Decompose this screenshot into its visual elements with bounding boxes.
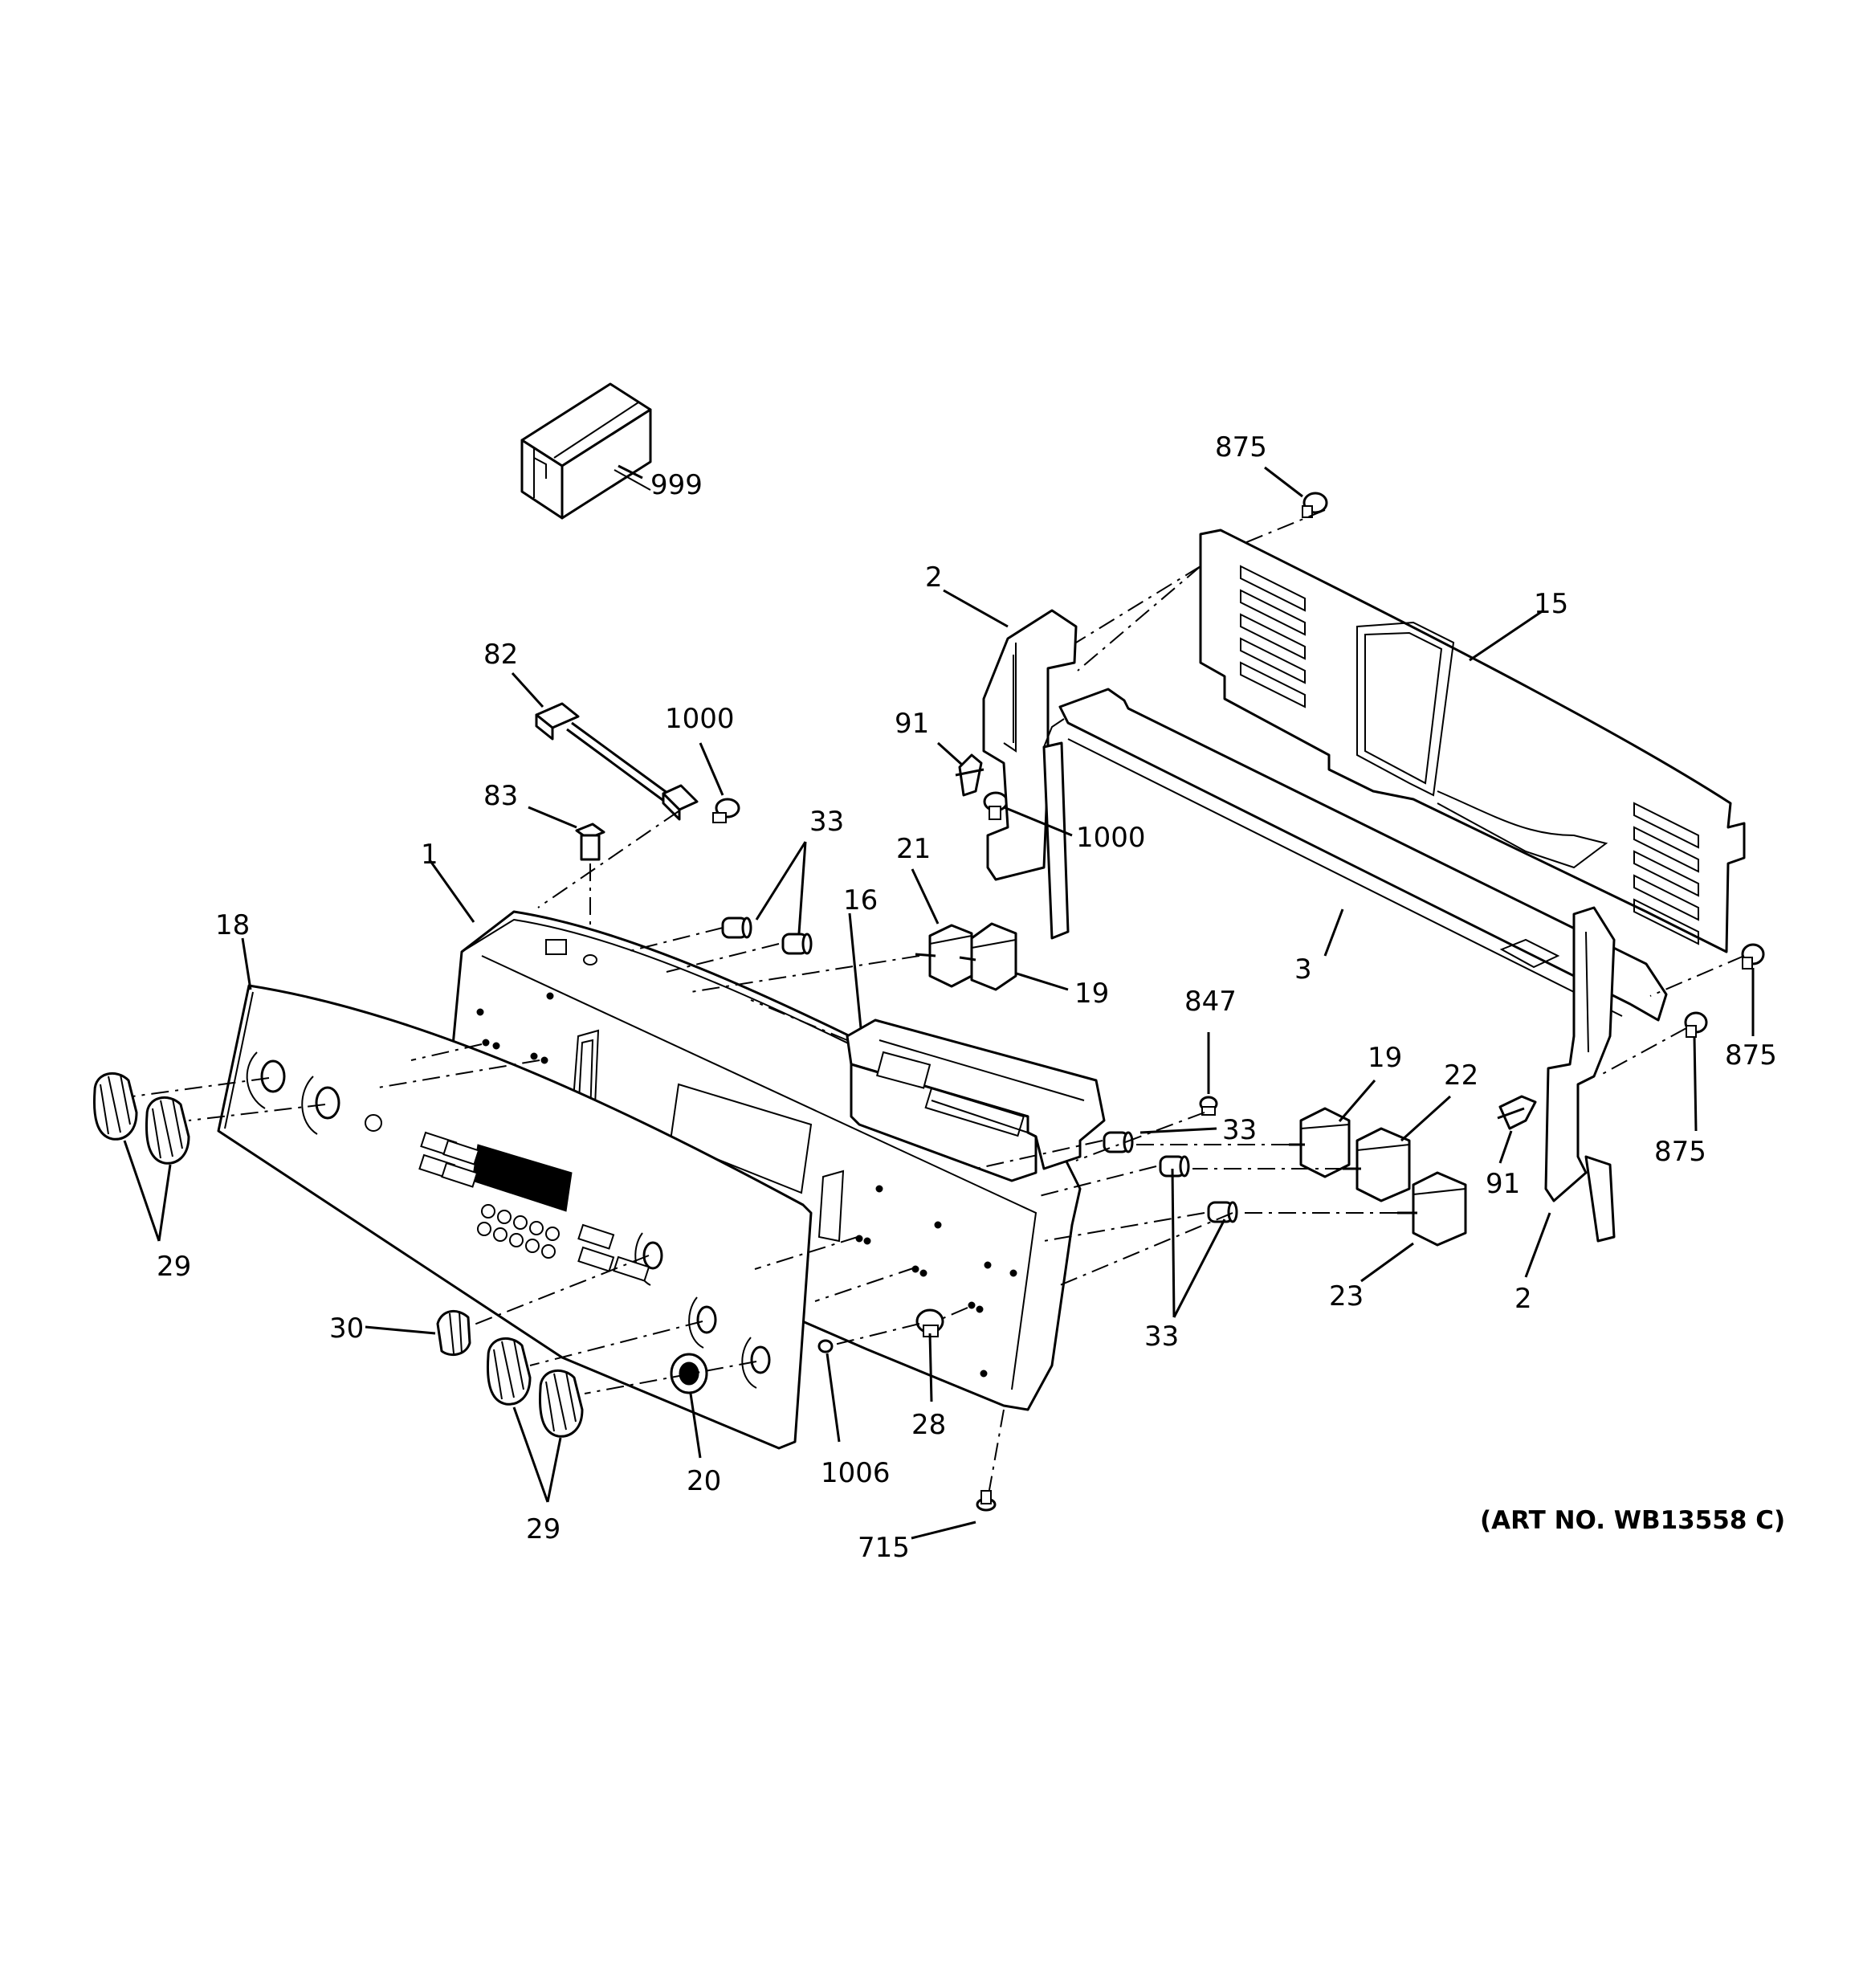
rear-panel-louvres-left xyxy=(1240,565,1306,708)
callout-1000-right: 1000 xyxy=(1076,822,1146,854)
panel-knob-ring-1 xyxy=(246,1051,286,1109)
bushing-2 xyxy=(781,933,813,955)
part-2-bracket-bottom xyxy=(1544,906,1616,1243)
bushing-5 xyxy=(1207,1201,1238,1223)
part-91-clip-right xyxy=(1497,1095,1537,1130)
part-847-screw xyxy=(1199,1096,1218,1116)
callout-16: 16 xyxy=(843,884,878,916)
part-1000-screw-right xyxy=(983,791,1009,820)
part-29-knob-2 xyxy=(145,1096,190,1165)
panel-keypad xyxy=(477,1204,560,1259)
part-28-knob xyxy=(915,1308,944,1337)
leader-lines xyxy=(123,464,1755,1540)
housing-screw-holes xyxy=(476,992,1017,1378)
part-29-knob-1 xyxy=(92,1072,138,1141)
part-715-screw xyxy=(976,1490,997,1512)
art-number-note: (ART NO. WB13558 C) xyxy=(1480,1506,1785,1535)
callout-19-top: 19 xyxy=(1074,978,1109,1010)
part-15-rear-panel xyxy=(1199,529,1746,953)
callout-22: 22 xyxy=(1444,1059,1478,1092)
callout-847: 847 xyxy=(1184,986,1237,1018)
part-23-switch xyxy=(1397,1171,1467,1247)
callout-33-bottom: 33 xyxy=(1144,1321,1179,1353)
part-29-knob-4 xyxy=(538,1370,584,1438)
callout-3: 3 xyxy=(1294,953,1312,986)
part-3-rail xyxy=(1058,688,1668,1022)
callout-875-right: 875 xyxy=(1725,1039,1777,1072)
callout-82: 82 xyxy=(483,639,518,671)
part-875-screw-lower xyxy=(1684,1011,1708,1038)
callout-875-lower: 875 xyxy=(1654,1136,1706,1168)
callout-23: 23 xyxy=(1329,1280,1364,1312)
bushing-1 xyxy=(721,916,752,939)
callout-30: 30 xyxy=(329,1312,364,1345)
callout-21: 21 xyxy=(896,833,931,865)
part-19-switch-top xyxy=(959,922,1017,991)
callout-18: 18 xyxy=(215,909,250,941)
callout-33-mid: 33 xyxy=(1222,1114,1257,1146)
callout-labels: 999 875 15 2 82 1000 91 83 33 1000 1 21 … xyxy=(157,431,1785,1564)
part-875-screw-right xyxy=(1741,943,1765,970)
part-1000-screw-left xyxy=(712,798,740,823)
callout-33-top: 33 xyxy=(809,806,844,838)
callout-29-left: 29 xyxy=(157,1251,191,1283)
part-2-bracket-top xyxy=(982,609,1078,940)
callout-2-bottom: 2 xyxy=(1514,1283,1532,1315)
callout-999: 999 xyxy=(650,469,703,501)
part-33-bushings xyxy=(721,916,1238,1223)
callout-83: 83 xyxy=(483,780,518,812)
callout-875-top: 875 xyxy=(1215,431,1267,463)
part-19-switch-right xyxy=(1289,1107,1351,1178)
part-83-connector xyxy=(575,823,605,928)
callout-28: 28 xyxy=(911,1409,946,1441)
callout-1006: 1006 xyxy=(821,1457,891,1489)
callout-15: 15 xyxy=(1534,588,1568,620)
callout-91-top: 91 xyxy=(895,708,929,740)
part-16-control-board xyxy=(846,1018,1106,1182)
callout-29-bottom: 29 xyxy=(526,1513,561,1545)
part-29-knob-3 xyxy=(486,1337,532,1406)
bushing-3 xyxy=(1103,1131,1134,1153)
part-999-box xyxy=(520,382,652,520)
callout-715: 715 xyxy=(858,1532,910,1564)
assembly-dashed-lines xyxy=(132,509,1745,1491)
callout-1000-left: 1000 xyxy=(665,703,735,735)
part-875-screw-top xyxy=(1302,492,1328,518)
part-21-switch xyxy=(915,924,973,988)
part-22-switch xyxy=(1343,1127,1411,1202)
callout-91-right: 91 xyxy=(1486,1168,1520,1200)
part-1-control-housing xyxy=(440,910,1082,1411)
bushing-4 xyxy=(1159,1155,1190,1178)
part-18-front-panel xyxy=(217,984,813,1450)
callout-20: 20 xyxy=(687,1465,721,1497)
part-1006-screw xyxy=(817,1339,834,1353)
panel-knob-ring-5 xyxy=(741,1337,771,1389)
part-30-knob xyxy=(436,1310,471,1357)
callout-1: 1 xyxy=(421,839,438,871)
callout-19-right: 19 xyxy=(1368,1042,1402,1074)
part-91-clip-top xyxy=(955,753,984,797)
callout-2-top: 2 xyxy=(925,561,943,594)
rear-panel-louvres-right xyxy=(1633,802,1699,945)
panel-knob-ring-2 xyxy=(301,1076,340,1135)
